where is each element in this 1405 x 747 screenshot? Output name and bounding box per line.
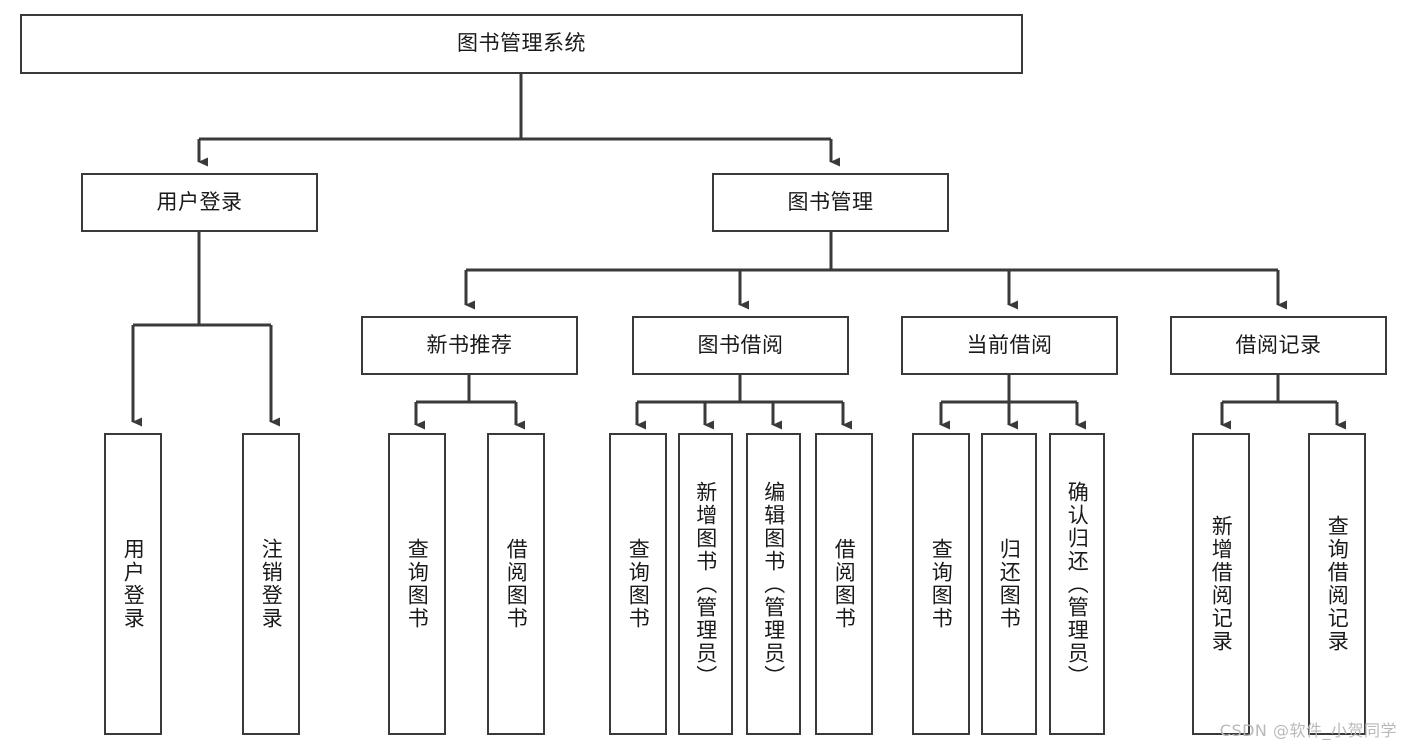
leaf-label: 借阅图书	[504, 538, 529, 630]
node-borrow-record[interactable]: 借阅记录	[1170, 316, 1387, 375]
node-new-book-recommend[interactable]: 新书推荐	[361, 316, 578, 375]
leaf-current-borrow-query[interactable]: 查询图书	[912, 433, 970, 735]
leaf-label: 借阅图书	[832, 538, 857, 630]
leaf-label: 注销登录	[259, 538, 284, 630]
node-current-borrow[interactable]: 当前借阅	[901, 316, 1118, 375]
watermark-text: CSDN @软件_小贺同学	[1219, 721, 1397, 740]
leaf-label: 编辑图书（管理员）	[761, 480, 786, 688]
leaf-current-borrow-confirm[interactable]: 确认归还（管理员）	[1049, 433, 1105, 735]
leaf-label: 查询借阅记录	[1325, 515, 1350, 653]
leaf-borrow-record-add[interactable]: 新增借阅记录	[1192, 433, 1250, 735]
leaf-book-borrow-edit[interactable]: 编辑图书（管理员）	[746, 433, 801, 735]
leaf-label: 查询图书	[929, 538, 954, 630]
leaf-book-borrow-borrow[interactable]: 借阅图书	[815, 433, 873, 735]
leaf-label: 查询图书	[626, 538, 651, 630]
leaf-new-book-query[interactable]: 查询图书	[388, 433, 446, 735]
leaf-new-book-borrow[interactable]: 借阅图书	[487, 433, 545, 735]
node-user-login[interactable]: 用户登录	[81, 173, 318, 232]
node-book-borrow[interactable]: 图书借阅	[632, 316, 849, 375]
node-root-system[interactable]: 图书管理系统	[20, 14, 1023, 74]
leaf-book-borrow-query[interactable]: 查询图书	[609, 433, 667, 735]
leaf-label: 新增图书（管理员）	[693, 480, 718, 688]
leaf-label: 确认归还（管理员）	[1065, 480, 1090, 688]
leaf-book-borrow-add[interactable]: 新增图书（管理员）	[678, 433, 733, 735]
leaf-label: 归还图书	[997, 538, 1022, 630]
leaf-current-borrow-return[interactable]: 归还图书	[981, 433, 1037, 735]
leaf-borrow-record-query[interactable]: 查询借阅记录	[1308, 433, 1366, 735]
leaf-label: 新增借阅记录	[1209, 515, 1234, 653]
leaf-label: 用户登录	[121, 538, 146, 630]
leaf-label: 查询图书	[405, 538, 430, 630]
leaf-user-login-login[interactable]: 用户登录	[104, 433, 162, 735]
node-book-management[interactable]: 图书管理	[712, 173, 949, 232]
leaf-user-login-logout[interactable]: 注销登录	[242, 433, 300, 735]
